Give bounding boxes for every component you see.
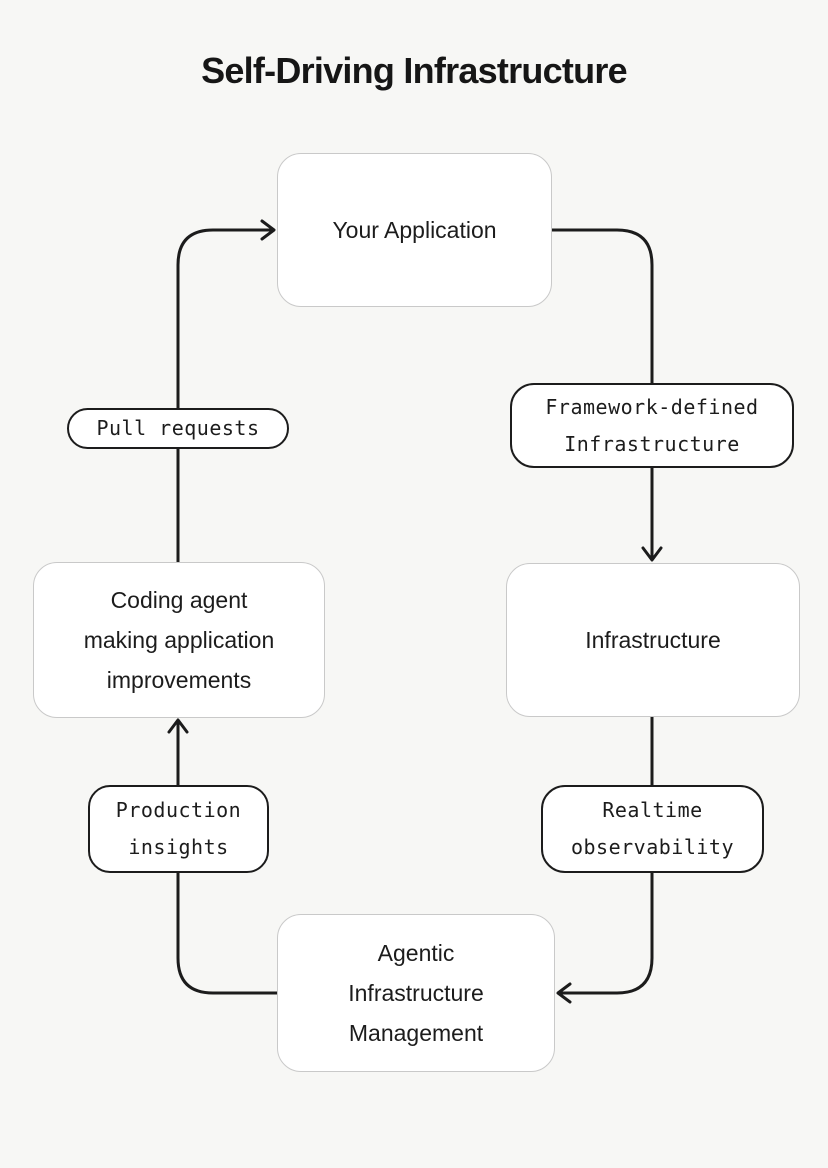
edge-label-pull-requests-text: Pull requests — [96, 416, 260, 440]
arrow-agentic-to-coding-agent — [167, 718, 277, 995]
edge-label-realtime-text: Realtime observability — [570, 798, 735, 859]
page-title: Self-Driving Infrastructure — [201, 50, 628, 91]
edge-label-production-insights: Production insights — [88, 785, 269, 873]
arrow-coding-agent-to-application — [176, 219, 276, 562]
node-your-application-label: Your Application — [332, 217, 497, 243]
node-your-application: Your Application — [277, 153, 552, 307]
node-agentic-infrastructure-management: Agentic Infrastructure Management — [277, 914, 555, 1072]
edge-label-framework-text: Framework-defined Infrastructure — [545, 394, 759, 456]
edge-label-production-text: Production insights — [115, 798, 242, 859]
node-coding-agent-label: Coding agent making application improvem… — [83, 587, 275, 693]
node-coding-agent: Coding agent making application improvem… — [33, 562, 325, 718]
edge-label-framework-defined-infrastructure: Framework-defined Infrastructure — [510, 383, 794, 468]
edge-label-realtime-observability: Realtime observability — [541, 785, 764, 873]
node-infrastructure-label: Infrastructure — [585, 627, 721, 653]
node-agentic-label: Agentic Infrastructure Management — [348, 940, 484, 1046]
node-infrastructure: Infrastructure — [506, 563, 800, 717]
edge-label-pull-requests: Pull requests — [67, 408, 289, 449]
arrow-application-to-infrastructure — [552, 228, 663, 562]
arrow-infrastructure-to-agentic — [556, 717, 654, 1004]
